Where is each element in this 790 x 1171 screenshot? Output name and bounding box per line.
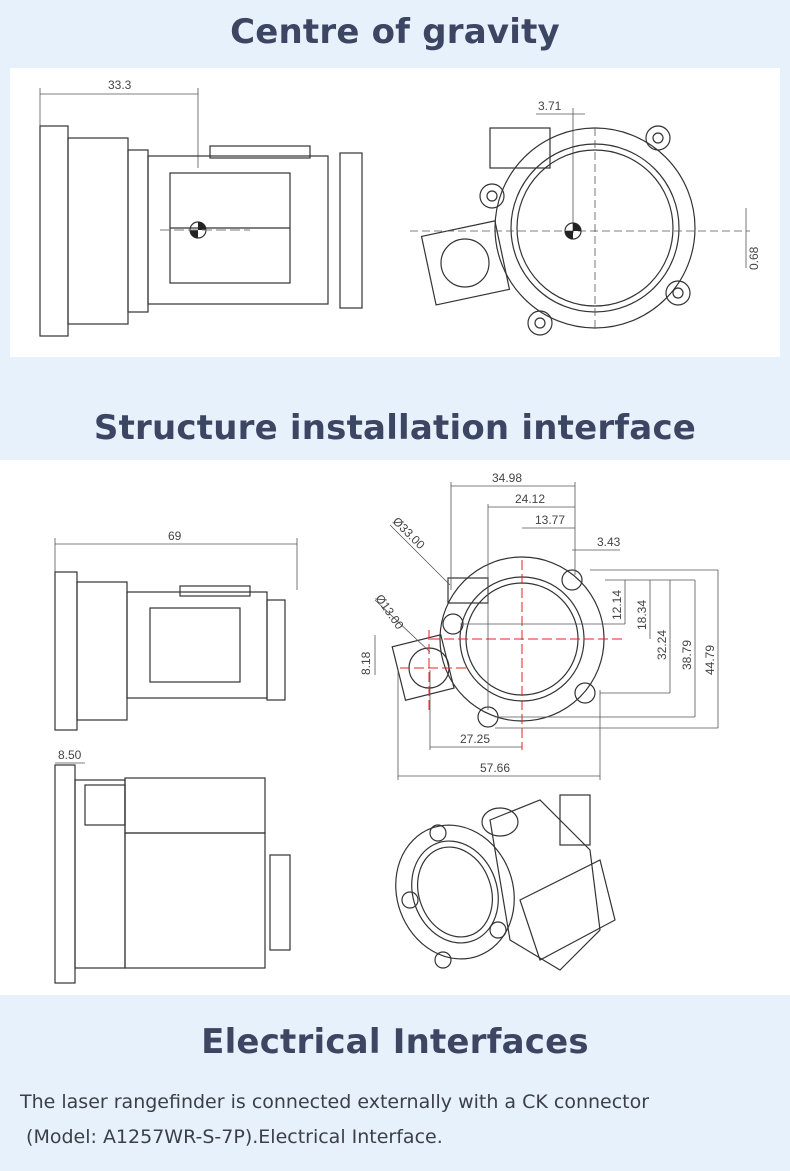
- dim-12-14: 12.14: [610, 590, 624, 620]
- structure-drawings: 69 8.50 34.98 24.12 13.77 3.43 12.14 18.…: [54, 471, 719, 984]
- dim-18-34: 18.34: [635, 600, 649, 630]
- dim-3-43: 3.43: [597, 535, 621, 549]
- dim-8-18: 8.18: [359, 651, 373, 675]
- dim-38-79: 38.79: [680, 640, 694, 670]
- dim-33-3: 33.3: [108, 78, 132, 92]
- electrical-description: The laser rangefinder is connected exter…: [20, 1085, 649, 1155]
- gravity-front-drawing: 3.71 0.68: [410, 99, 761, 336]
- dim-3-71: 3.71: [538, 99, 562, 113]
- dim-44-79: 44.79: [703, 645, 717, 675]
- dim-0-68: 0.68: [747, 246, 761, 270]
- dim-dia-13: Ø13.00: [373, 592, 407, 633]
- dim-8-50: 8.50: [58, 748, 82, 762]
- section-title-centre-of-gravity: Centre of gravity: [230, 12, 560, 52]
- structure-drawing-panel: 69 8.50 34.98 24.12 13.77 3.43 12.14 18.…: [0, 460, 790, 995]
- dim-69: 69: [168, 529, 182, 543]
- dim-34-98: 34.98: [492, 471, 522, 485]
- description-line-2: (Model: A1257WR-S-7P).Electrical Interfa…: [20, 1126, 443, 1148]
- dim-57-66: 57.66: [480, 761, 510, 775]
- gravity-side-drawing: 33.3: [39, 78, 363, 337]
- dim-27-25: 27.25: [460, 732, 490, 746]
- section-title-structure: Structure installation interface: [93, 408, 697, 448]
- gravity-drawing-panel: 33.3 3.71 0.68: [10, 68, 780, 357]
- dim-dia-33: Ø33.00: [390, 514, 428, 552]
- isometric-view: [395, 794, 616, 971]
- dim-13-77: 13.77: [535, 513, 565, 527]
- dim-32-24: 32.24: [655, 630, 669, 660]
- section-title-electrical: Electrical Interfaces: [201, 1022, 589, 1062]
- description-line-1: The laser rangefinder is connected exter…: [20, 1091, 650, 1113]
- dim-24-12: 24.12: [515, 492, 545, 506]
